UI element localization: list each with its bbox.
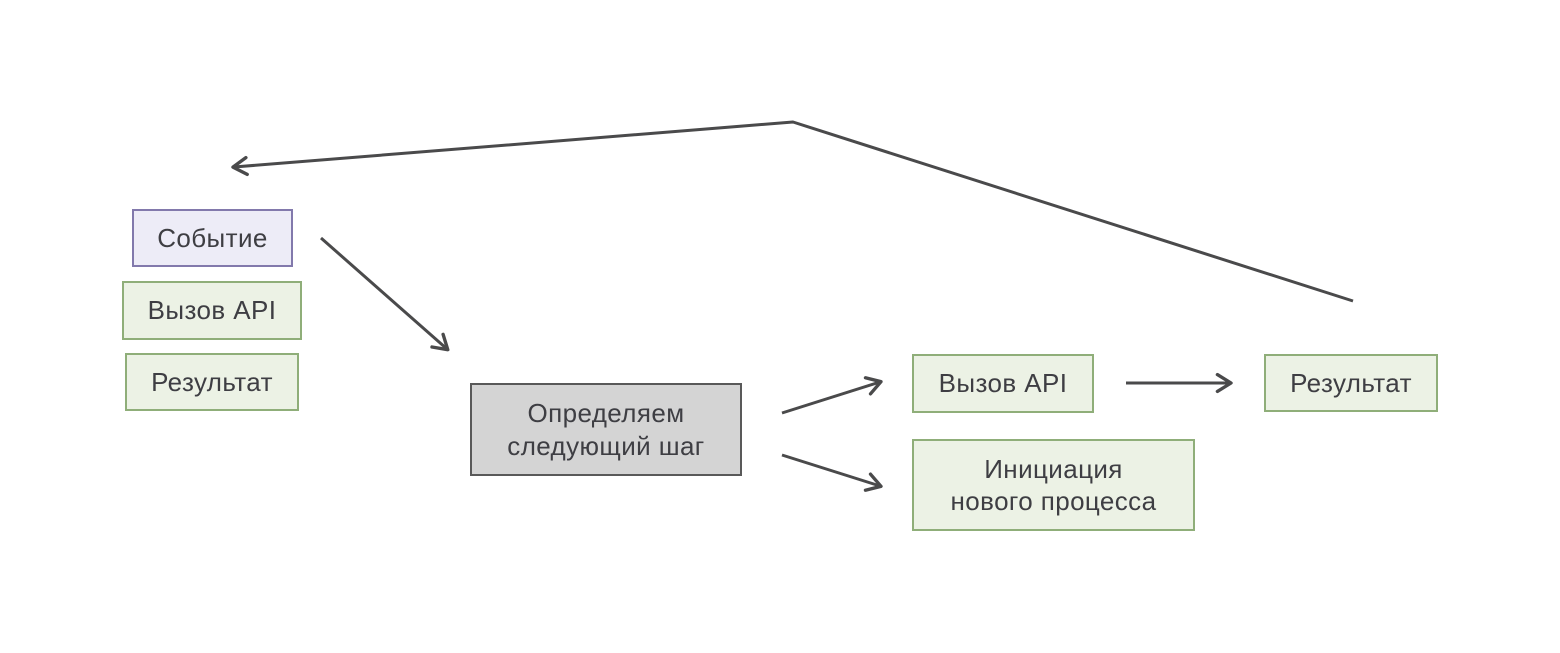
node-event: Событие [132, 209, 293, 267]
node-api-call-left: Вызов API [122, 281, 302, 340]
edge-decision-to-api-call [781, 376, 883, 415]
node-new-process: Инициация нового процесса [912, 439, 1195, 531]
node-decision: Определяем следующий шаг [470, 383, 742, 476]
node-result-right: Результат [1264, 354, 1438, 412]
edge-loop-result-to-event [231, 120, 1354, 303]
edge-decision-to-new-process [781, 453, 883, 492]
node-api-call-right: Вызов API [912, 354, 1094, 413]
node-result-left: Результат [125, 353, 299, 411]
edge-event-to-decision [320, 236, 450, 352]
